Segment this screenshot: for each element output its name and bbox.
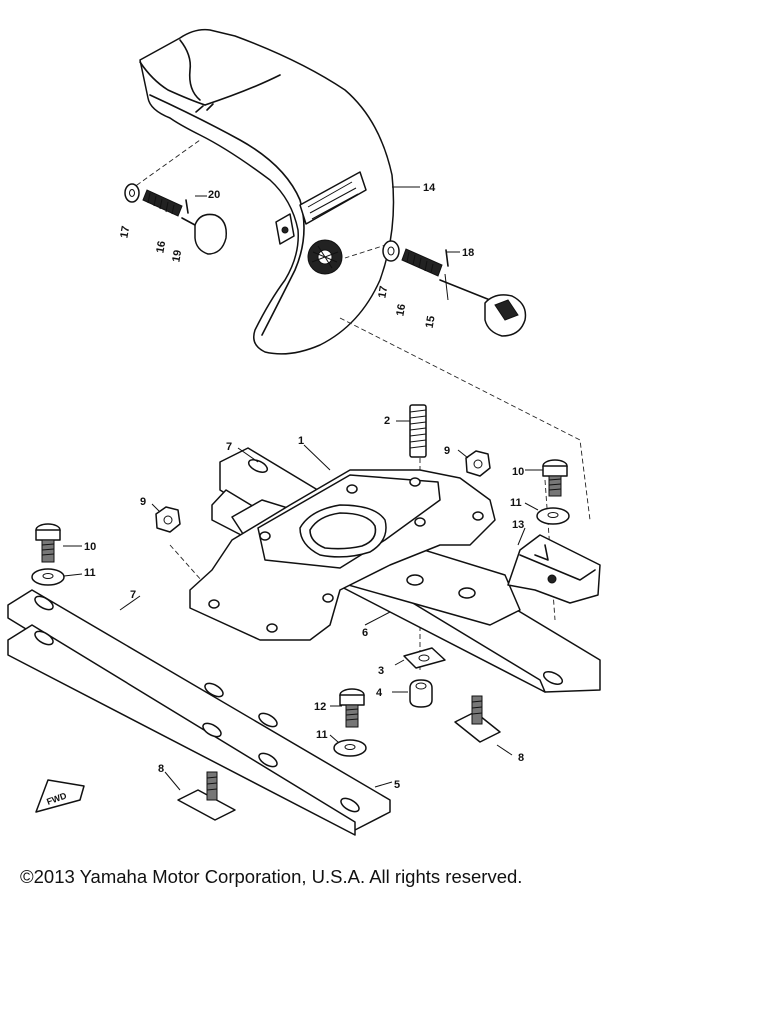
callout-9-right: 9 (444, 445, 450, 457)
washer-right (536, 507, 570, 525)
callout-10-left: 10 (84, 541, 96, 553)
plate-washer (403, 647, 446, 669)
callout-16-right: 16 (394, 303, 408, 317)
cover-housing (139, 28, 395, 355)
callout-16-left: 16 (154, 240, 168, 254)
callout-4: 4 (376, 687, 383, 699)
leader-lines (63, 186, 543, 791)
bolt-left (35, 523, 61, 563)
callout-7-upper: 7 (226, 441, 232, 453)
knob-assembly-right (382, 240, 527, 337)
callout-11-center: 11 (316, 729, 328, 741)
callout-17-left: 17 (118, 225, 132, 239)
callout-20: 20 (208, 189, 220, 201)
bolt-right (542, 459, 568, 497)
callout-15: 15 (424, 315, 438, 329)
bolt-center (339, 688, 365, 728)
callout-1: 1 (298, 435, 304, 447)
stud-bolt (409, 404, 427, 458)
callout-5: 5 (394, 779, 400, 791)
callout-14: 14 (423, 182, 436, 194)
callout-18: 18 (462, 247, 474, 259)
callout-17-right: 17 (376, 285, 390, 299)
parts-diagram: FWD 1 2 3 4 5 6 7 7 8 8 (7, 28, 601, 836)
callout-labels: 1 2 3 4 5 6 7 7 8 8 9 9 10 10 11 11 11 1… (84, 182, 524, 791)
washer-center (333, 739, 367, 757)
callout-3: 3 (378, 665, 384, 677)
copyright-notice: ©2013 Yamaha Motor Corporation, U.S.A. A… (20, 866, 523, 887)
callout-13: 13 (512, 519, 524, 531)
callout-11-left: 11 (84, 567, 96, 579)
callout-10-right: 10 (512, 466, 524, 478)
nut-right (465, 450, 491, 477)
nut-left (155, 506, 181, 533)
callout-12: 12 (314, 701, 326, 713)
callout-9-left: 9 (140, 496, 146, 508)
callout-7-lower: 7 (130, 589, 136, 601)
main-bracket (189, 469, 496, 641)
side-bracket (507, 534, 601, 604)
collar (409, 679, 433, 708)
t-bolt-left (177, 771, 236, 821)
knob-assembly-left (124, 183, 228, 255)
callout-8-left: 8 (158, 763, 164, 775)
t-bolt-right (454, 695, 501, 743)
callout-2: 2 (384, 415, 390, 427)
flat-plate-lower (7, 589, 391, 836)
callout-8-right: 8 (518, 752, 524, 764)
fwd-arrow-icon: FWD (35, 779, 85, 813)
washer-left (31, 568, 65, 586)
callout-6: 6 (362, 627, 368, 639)
callout-19: 19 (170, 249, 184, 263)
callout-11-right: 11 (510, 497, 522, 509)
